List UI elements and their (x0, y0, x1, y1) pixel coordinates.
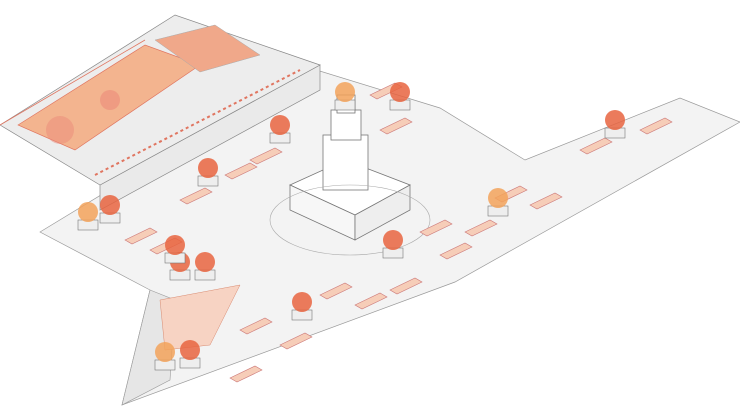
tree-icon (488, 188, 508, 208)
tree-icon (195, 252, 215, 272)
kiosk (249, 147, 283, 165)
tree-icon (165, 235, 185, 255)
kiosk (239, 317, 273, 335)
kiosk (354, 292, 388, 310)
kiosk (639, 117, 673, 135)
tree-icon (78, 202, 98, 222)
trees (77, 82, 626, 371)
tree-icon (198, 158, 218, 178)
bleachers (94, 69, 301, 176)
tree-icon (155, 342, 175, 362)
kiosk (379, 117, 413, 135)
tree-icon (180, 340, 200, 360)
tree-icon (605, 110, 625, 130)
kiosk (464, 219, 498, 237)
terraced-garden (159, 284, 241, 351)
tree-icon (292, 292, 312, 312)
kiosk (529, 192, 563, 210)
tree-icon (383, 230, 403, 250)
tree-icon (335, 82, 355, 102)
kiosk (229, 365, 263, 383)
kiosk (124, 227, 158, 245)
tree-icon (270, 115, 290, 135)
kiosk (279, 332, 313, 350)
kiosks (124, 82, 673, 383)
sports-building (0, 14, 321, 211)
kiosk (439, 242, 473, 260)
kiosk (389, 277, 423, 295)
tree-icon (100, 195, 120, 215)
kiosk (319, 282, 353, 300)
tower-monument (269, 94, 431, 256)
tree-icon (390, 82, 410, 102)
kiosk (179, 187, 213, 205)
secondary-court (154, 24, 261, 73)
kiosk (224, 162, 258, 180)
kiosk (419, 219, 453, 237)
kiosk (579, 137, 613, 155)
